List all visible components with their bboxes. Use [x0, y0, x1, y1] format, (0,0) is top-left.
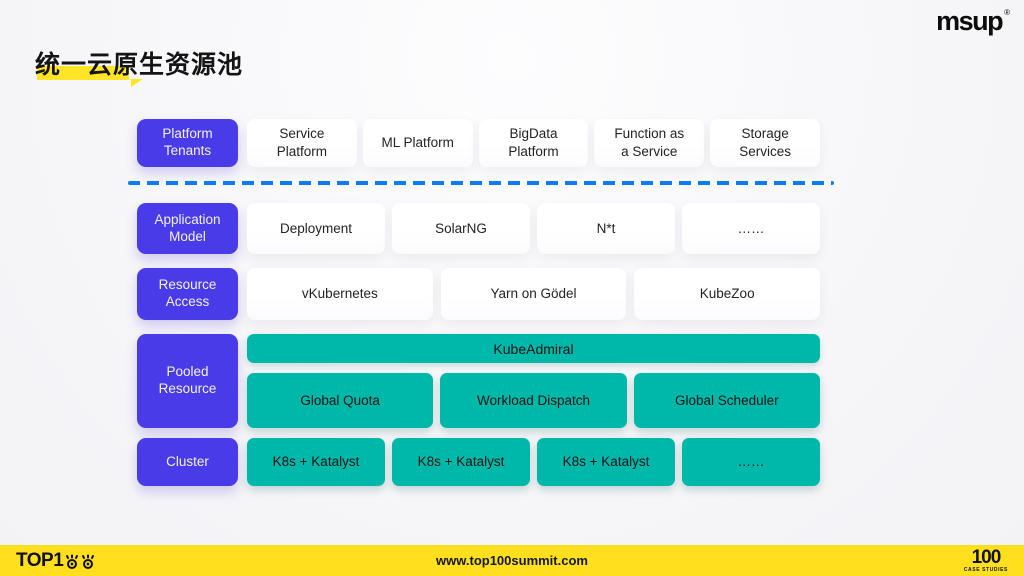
msup-logo-text: msup [936, 6, 1004, 36]
component-storage-services: Storage Services [710, 119, 820, 167]
component-ellipsis: …… [682, 203, 820, 254]
case-studies-logo-number: 100 [971, 547, 1002, 568]
layer-row-cluster: Cluster K8s + Katalyst K8s + Katalyst K8… [137, 438, 820, 486]
component-service-platform: Service Platform [247, 119, 357, 167]
layer-cells: vKubernetes Yarn on Gödel KubeZoo [247, 268, 821, 320]
component-kubezoo: KubeZoo [634, 268, 821, 320]
component-k8s-katalyst-2: K8s + Katalyst [392, 438, 530, 486]
layer-label-application-model: Application Model [137, 203, 238, 254]
layer-label-pooled-resource: Pooled Resource [137, 334, 238, 428]
component-workload-dispatch: Workload Dispatch [440, 373, 627, 428]
component-kubeadmiral: KubeAdmiral [247, 334, 820, 363]
component-deployment: Deployment [247, 203, 385, 254]
layer-cells: Global Quota Workload Dispatch Global Sc… [247, 373, 820, 428]
component-bigdata-platform: BigData Platform [478, 119, 589, 167]
component-ml-platform: ML Platform [362, 119, 473, 167]
component-k8s-katalyst-1: K8s + Katalyst [247, 438, 385, 486]
component-k8s-katalyst-3: K8s + Katalyst [537, 438, 675, 486]
title-highlight [37, 66, 143, 87]
page-title-text: 统一云原生资源池 [35, 51, 244, 79]
page-title: 统一云原生资源池 [35, 45, 244, 87]
pooled-resource-stack: KubeAdmiral Global Quota Workload Dispat… [247, 334, 820, 428]
layer-cells: K8s + Katalyst K8s + Katalyst K8s + Kata… [247, 438, 820, 486]
component-vkubernetes: vKubernetes [247, 268, 433, 320]
layer-row-platform-tenants: Platform Tenants Service Platform ML Pla… [137, 119, 820, 167]
layer-cells: Service Platform ML Platform BigData Pla… [247, 119, 820, 167]
component-nt: N*t [537, 203, 675, 254]
layer-row-application-model: Application Model Deployment SolarNG N*t… [137, 203, 820, 254]
layer-row-pooled-resource: Pooled Resource KubeAdmiral Global Quota… [137, 334, 820, 428]
case-studies-logo: 100 CASE STUDIES [964, 548, 1008, 573]
component-global-quota: Global Quota [247, 373, 434, 428]
layer-label-resource-access: Resource Access [137, 268, 238, 320]
footer-url: www.top100summit.com [436, 553, 588, 568]
layer-label-cluster: Cluster [137, 438, 238, 486]
layer-cells: Deployment SolarNG N*t …… [247, 203, 820, 254]
top100-logo: TOP1 [16, 550, 98, 572]
component-ellipsis: …… [682, 438, 820, 486]
eyes-icon [66, 554, 95, 569]
component-faas: Function as a Service [594, 119, 705, 167]
layer-label-platform-tenants: Platform Tenants [137, 119, 238, 167]
component-yarn-on-godel: Yarn on Gödel [440, 268, 627, 320]
registered-mark-icon: ® [1004, 8, 1010, 17]
component-solarng: SolarNG [392, 203, 530, 254]
case-studies-logo-caption: CASE STUDIES [963, 567, 1008, 573]
component-global-scheduler: Global Scheduler [633, 373, 820, 428]
layer-row-resource-access: Resource Access vKubernetes Yarn on Göde… [137, 268, 821, 320]
footer-bar: TOP1 www.top100summit.com 100 CASE STUDI… [0, 545, 1024, 576]
top100-logo-text: TOP1 [16, 549, 64, 571]
msup-logo: msup® [936, 6, 1010, 37]
dashed-divider [128, 181, 834, 185]
